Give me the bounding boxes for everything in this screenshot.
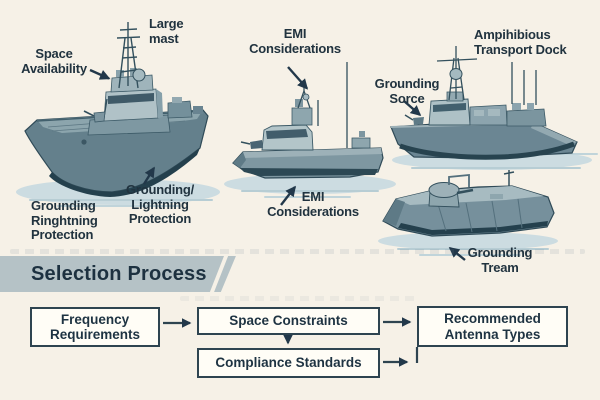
label-line: Grounding	[467, 245, 533, 260]
selection-process-banner: Selection Process	[0, 256, 224, 292]
label-grounding-tream: Grounding Tream	[450, 245, 550, 275]
label-line: EMI	[283, 26, 307, 41]
paper-noise-strip-2	[180, 296, 420, 301]
gun-boat-illustration	[382, 170, 555, 237]
arrow-emi-top	[287, 66, 309, 90]
label-line: Grounding/	[125, 182, 195, 197]
label-line: Grounding	[31, 198, 96, 213]
paper-noise-strip	[10, 249, 585, 254]
label-line: Considerations	[267, 203, 359, 219]
label-line: Availability	[21, 60, 87, 76]
label-large-mast: Large mast	[149, 16, 219, 46]
label-line: EMI	[301, 189, 325, 204]
label-space-availability: Space Availability	[8, 46, 100, 76]
label-grounding-lightning-protection: Grounding/ Lightning Protection	[116, 182, 204, 227]
box-line: Antenna Types	[444, 326, 541, 342]
box-line: Recommended	[444, 311, 541, 326]
box-line: Compliance Standards	[215, 355, 362, 371]
box-line: Frequency	[60, 311, 130, 327]
label-line: Lightning	[131, 196, 189, 212]
label-grounding-sorce: Grounding Sorce	[357, 76, 457, 106]
water-shadows	[16, 150, 598, 256]
flowchart-box-space-constraints: Space Constraints	[197, 307, 380, 335]
amphibious-ship-illustration	[390, 46, 578, 160]
label-line: Transport Dock	[474, 41, 567, 57]
label-line: Grounding	[374, 76, 440, 91]
label-line: Tream	[481, 259, 519, 275]
label-emi-considerations-bottom: EMI Considerations	[253, 189, 373, 219]
box-line: Space Constraints	[229, 313, 348, 329]
label-line: Protection	[128, 211, 192, 226]
label-line: Considerations	[249, 40, 341, 56]
annotation-arrows	[89, 66, 466, 261]
label-line: Ampihibious	[474, 27, 551, 42]
destroyer-illustration	[24, 22, 209, 197]
flowchart-box-compliance-standards: Compliance Standards	[197, 348, 380, 378]
label-line: Ringhtning	[31, 212, 98, 228]
label-line: mast	[149, 30, 179, 46]
section-title: Selection Process	[31, 262, 207, 285]
label-line: Large	[149, 16, 184, 31]
arrow-emi-bottom	[280, 185, 296, 206]
flowchart-connectors	[163, 317, 419, 367]
arrow-grounding-lightning	[142, 166, 156, 185]
label-grounding-ringhtning-protection: Grounding Ringhtning Protection	[31, 198, 113, 243]
arrow-grounding-sorce	[403, 100, 422, 117]
label-line: Sorce	[389, 90, 425, 106]
label-line: Space	[35, 46, 73, 61]
arrow-space-availability	[89, 68, 111, 80]
label-emi-considerations-top: EMI Considerations	[235, 26, 355, 56]
patrol-boat-illustration	[232, 62, 384, 179]
box-line: Requirements	[49, 327, 141, 342]
flowchart-box-frequency-requirements: Frequency Requirements	[30, 307, 160, 347]
label-amphibious-transport-dock: Ampihibious Transport Dock	[474, 27, 592, 57]
arrow-grounding-tream	[448, 247, 466, 261]
flowchart-box-recommended-antenna-types: Recommended Antenna Types	[417, 306, 568, 347]
label-line: Protection	[31, 227, 94, 242]
